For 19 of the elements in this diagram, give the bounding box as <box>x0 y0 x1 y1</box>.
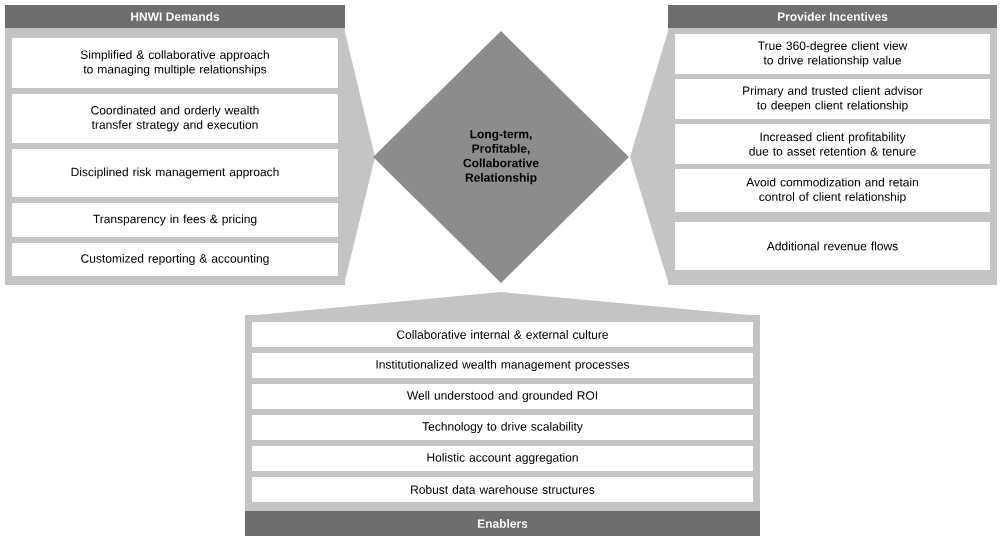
header-band: Enablers <box>245 511 760 536</box>
item-box: True 360-degree client view to drive relationship value <box>675 34 990 74</box>
item-box: Institutionalized wealth management processes <box>252 353 753 378</box>
item-box: Transparency in fees & pricing <box>12 203 338 237</box>
item-box: Simplified & collaborative approach to managing multiple relationships <box>12 38 338 88</box>
item-box: Coordinated and orderly wealth transfer strategy and execution <box>12 94 338 143</box>
item-box: Increased client profitability due to asset retention & tenure <box>675 124 990 164</box>
item-box: Customized reporting & accounting <box>12 243 338 276</box>
item-box: Primary and trusted client advisor to deepen client relationship <box>675 79 990 119</box>
item-box: Robust data warehouse structures <box>252 477 753 502</box>
item-box: Holistic account aggregation <box>252 446 753 471</box>
header-band: HNWI Demands <box>5 5 345 28</box>
item-box: Additional revenue flows <box>675 222 990 270</box>
header-band: Provider Incentives <box>668 5 997 28</box>
item-box: Disciplined risk management approach <box>12 149 338 197</box>
item-box: Technology to drive scalability <box>252 415 753 440</box>
item-box: Well understood and grounded ROI <box>252 384 753 409</box>
item-box: Collaborative internal & external culture <box>252 322 753 347</box>
item-box: Avoid commodization and retain control of client relationship <box>675 169 990 212</box>
